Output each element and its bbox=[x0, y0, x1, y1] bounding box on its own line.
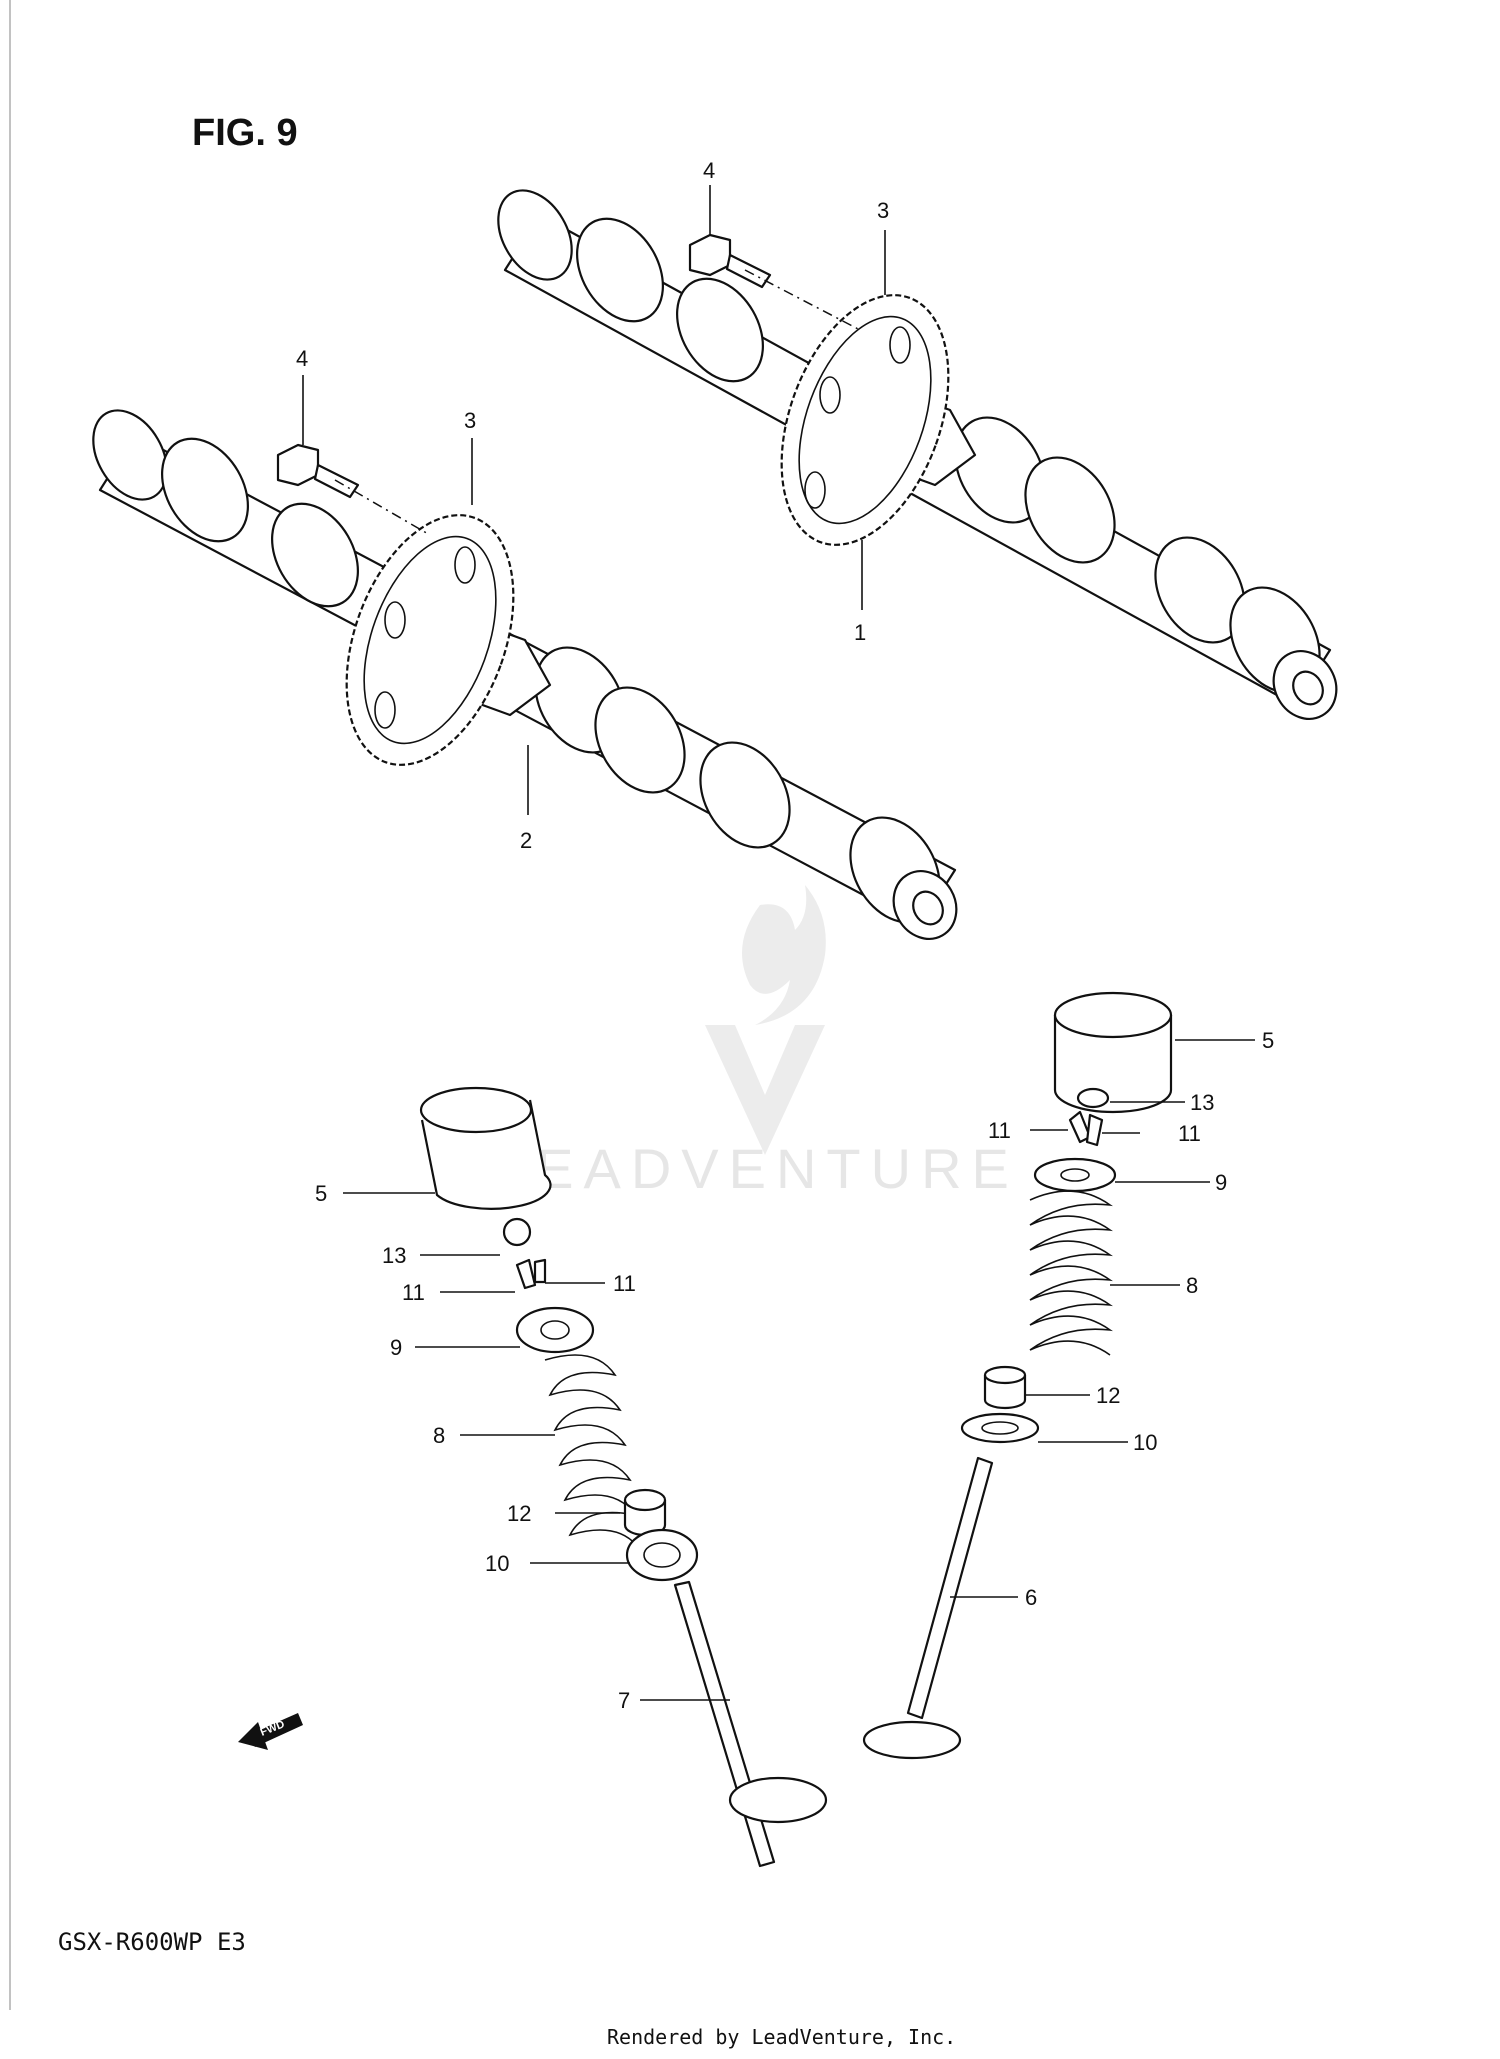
callout-7: 7 bbox=[618, 1688, 630, 1713]
callout-6: 6 bbox=[1025, 1585, 1037, 1610]
lower-cam-sprocket bbox=[345, 514, 515, 766]
callout-11-right-b: 11 bbox=[1178, 1121, 1201, 1146]
footer-credit: Rendered by LeadVenture, Inc. bbox=[607, 2025, 956, 2049]
callout-10-left: 10 bbox=[485, 1551, 509, 1576]
left-valve-assembly bbox=[419, 1086, 828, 1868]
upper-cam-sprocket bbox=[780, 294, 950, 546]
callout-9-right: 9 bbox=[1215, 1170, 1227, 1195]
callout-3-upper: 3 bbox=[877, 198, 889, 223]
lower-sprocket-bolt bbox=[276, 443, 360, 499]
callout-8-right: 8 bbox=[1186, 1273, 1198, 1298]
callout-4-upper: 4 bbox=[703, 158, 715, 183]
callout-9-left: 9 bbox=[390, 1335, 402, 1360]
lower-bolt-guide bbox=[334, 479, 431, 536]
callout-5-right: 5 bbox=[1262, 1028, 1274, 1053]
callout-3-lower: 3 bbox=[464, 408, 476, 433]
watermark-text: LEADVENTURE bbox=[495, 1137, 1019, 1200]
right-valve-spring bbox=[1029, 1190, 1113, 1356]
callout-12-left: 12 bbox=[507, 1501, 531, 1526]
callout-13-right: 13 bbox=[1190, 1090, 1214, 1115]
fwd-direction-badge: FWD bbox=[238, 1713, 303, 1750]
callout-8-left: 8 bbox=[433, 1423, 445, 1448]
callout-1: 1 bbox=[854, 620, 866, 645]
callout-11-right-a: 11 bbox=[988, 1118, 1011, 1143]
callout-10-right: 10 bbox=[1133, 1430, 1157, 1455]
right-valve-assembly bbox=[862, 991, 1173, 1760]
callout-5-left: 5 bbox=[315, 1181, 327, 1206]
watermark: LEADVENTURE bbox=[495, 885, 1019, 1200]
model-code: GSX-R600WP E3 bbox=[58, 1928, 246, 1956]
figure-title: FIG. 9 bbox=[192, 112, 298, 154]
callout-12-right: 12 bbox=[1096, 1383, 1120, 1408]
callout-11-left-a: 11 bbox=[402, 1280, 425, 1305]
callout-11-left-b: 11 bbox=[613, 1271, 636, 1296]
callout-2: 2 bbox=[520, 828, 532, 853]
callout-13-left: 13 bbox=[382, 1243, 406, 1268]
callout-4-lower: 4 bbox=[296, 346, 308, 371]
